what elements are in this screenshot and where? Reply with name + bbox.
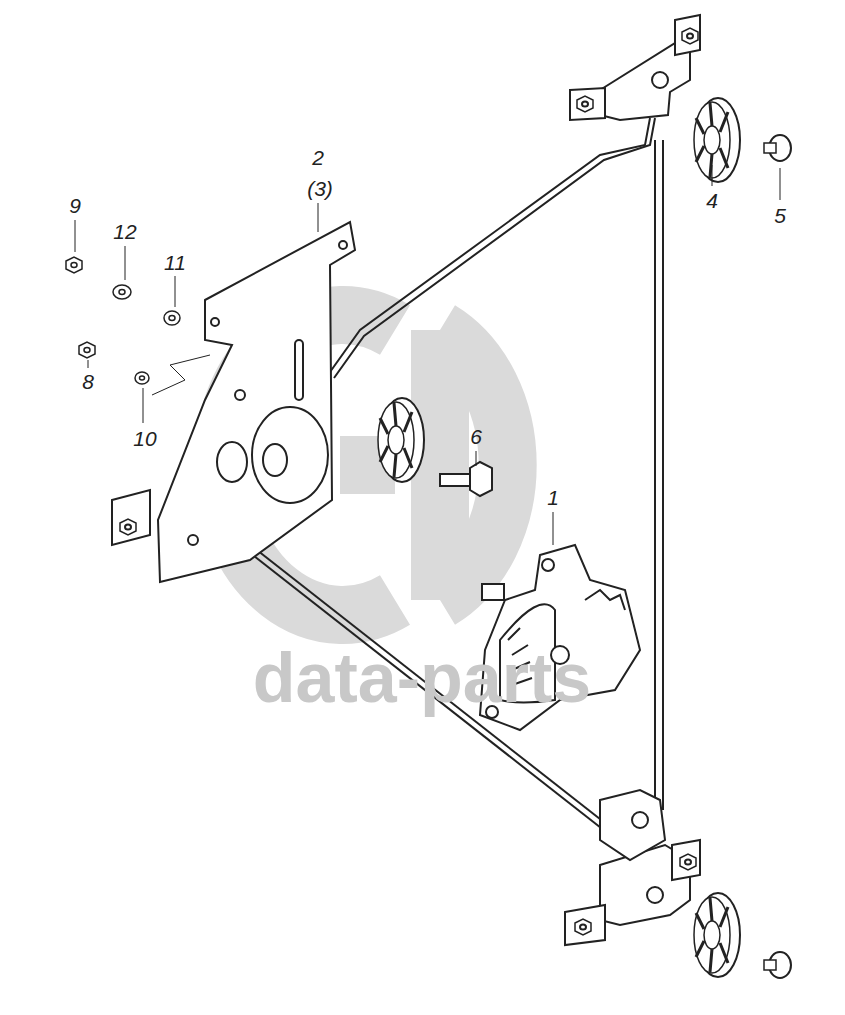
callout-number: (3) (307, 178, 333, 199)
callout-number: 8 (82, 371, 94, 392)
base-plate (112, 222, 355, 582)
stud (440, 462, 492, 496)
fasteners (66, 257, 210, 395)
callout-number: 2 (312, 147, 324, 168)
callout-number: 12 (113, 221, 136, 242)
cable (240, 118, 663, 835)
roller (694, 98, 740, 182)
leader-line (75, 165, 780, 545)
upper-bracket (570, 15, 700, 120)
callout-number: 9 (69, 195, 81, 216)
callout-number: 11 (164, 252, 186, 273)
callout-number: 1 (547, 487, 559, 508)
roller (378, 398, 424, 482)
callout-number: 10 (133, 428, 156, 449)
callout-number: 4 (706, 190, 718, 211)
watermark: data-parts (253, 643, 591, 713)
bolt (764, 952, 791, 978)
callout-number: 5 (774, 205, 786, 226)
callout-number: 6 (470, 426, 482, 447)
lower-bracket (565, 790, 700, 945)
bolt (764, 135, 791, 161)
roller (694, 893, 740, 977)
